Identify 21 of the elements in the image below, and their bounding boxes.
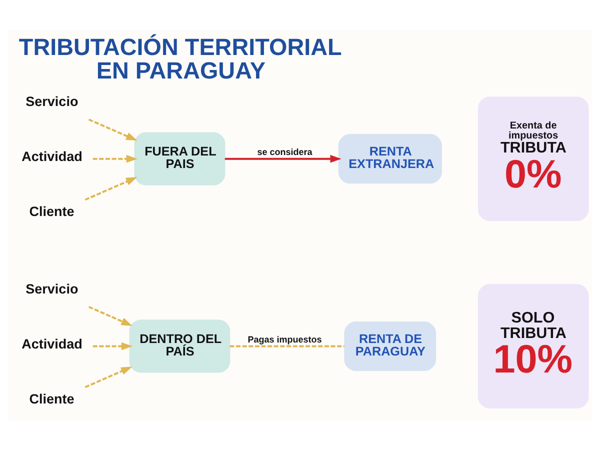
node-box: RENTA EXTRANJERA [338,134,442,184]
node-text: Servicio [26,94,78,109]
arrow [88,305,132,326]
arrow [92,342,133,350]
node-text: Cliente [29,204,74,219]
arrow [92,154,138,162]
node-text: Actividad [22,148,82,164]
node-box: RENTA DE PARAGUAY [344,320,436,370]
node-text: Actividad [22,336,82,351]
node-text: Servicio [26,281,78,296]
arrow [84,176,138,200]
node-box: DENTRO DEL PAÍS [129,319,230,372]
edge-label: se considera [257,146,312,157]
arrow [88,118,138,140]
diagram-title: TRIBUTACIÓN TERRITORIAL EN PARAGUAY [18,34,342,83]
node-box: FUERA DEL PAIS [134,132,226,185]
arrow [84,366,132,388]
edge-label: Pagas impuestos [248,334,322,344]
connector [230,344,344,347]
arrow [224,154,342,162]
node-text: Cliente [29,390,74,406]
